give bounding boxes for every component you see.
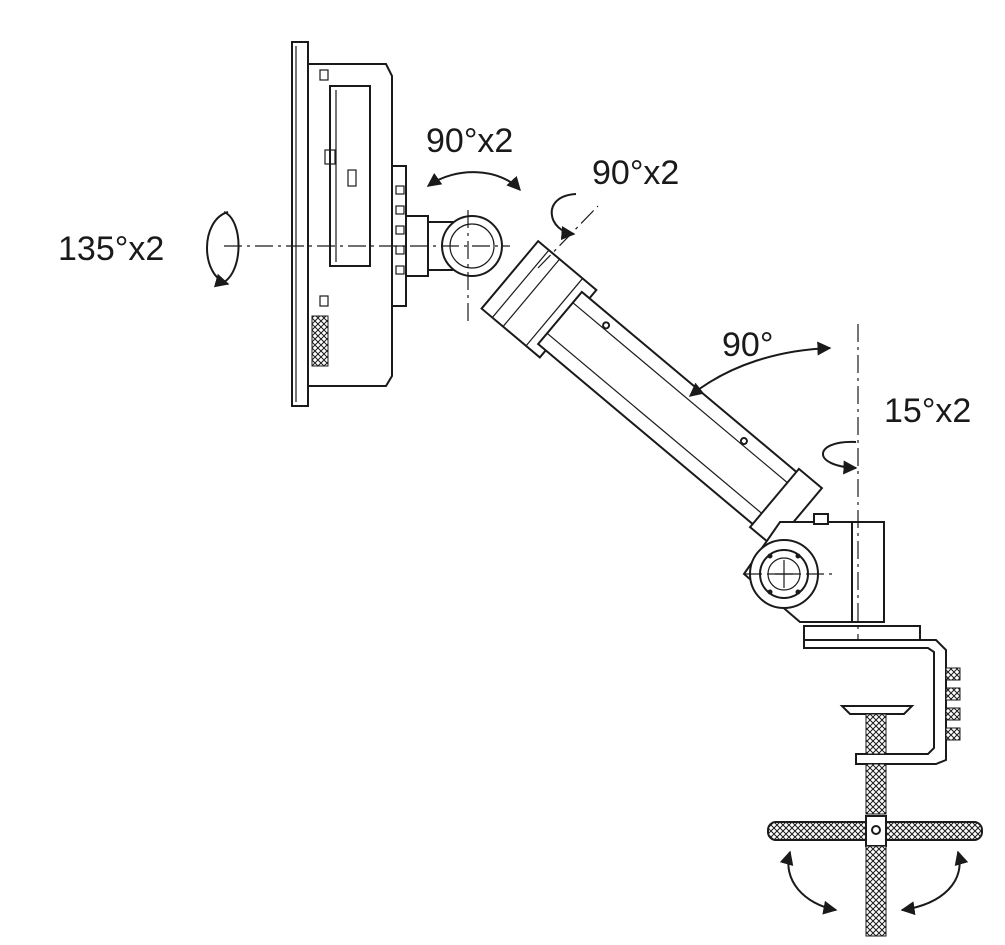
arm-tube (536, 290, 824, 548)
label-tilt-arm-joint: 90°x2 (592, 154, 679, 192)
label-monitor-rotation: 135°x2 (58, 230, 164, 268)
rotation-arrow-joint (550, 193, 577, 240)
rotation-arrows (206, 171, 969, 916)
clamp-c-frame (803, 639, 947, 765)
clamp-top-plate (803, 625, 921, 641)
label-tilt-top: 90°x2 (426, 122, 513, 160)
label-arm-swing: 90° (722, 326, 773, 364)
clamp-screw (865, 763, 887, 815)
rotation-arrow-monitor (206, 211, 230, 288)
rotation-arrow-handle-left (779, 850, 838, 915)
arm-collar (480, 239, 598, 359)
monitor-front-panel (291, 41, 309, 407)
clamp-screw-lower (865, 845, 887, 937)
arm (480, 239, 824, 548)
rotation-arrow-arm (688, 341, 832, 397)
desk-clamp (767, 625, 983, 937)
label-base-rotation: 15°x2 (884, 392, 971, 430)
rotation-arrow-tilt (426, 171, 521, 192)
rotation-arrow-base (822, 440, 858, 475)
rotation-arrow-handle-right (900, 850, 969, 916)
monitor-drive-slot (329, 85, 371, 267)
clamp-pressure-pad (839, 705, 915, 715)
monitor-vent-grille (311, 315, 329, 367)
monitor (291, 41, 407, 407)
